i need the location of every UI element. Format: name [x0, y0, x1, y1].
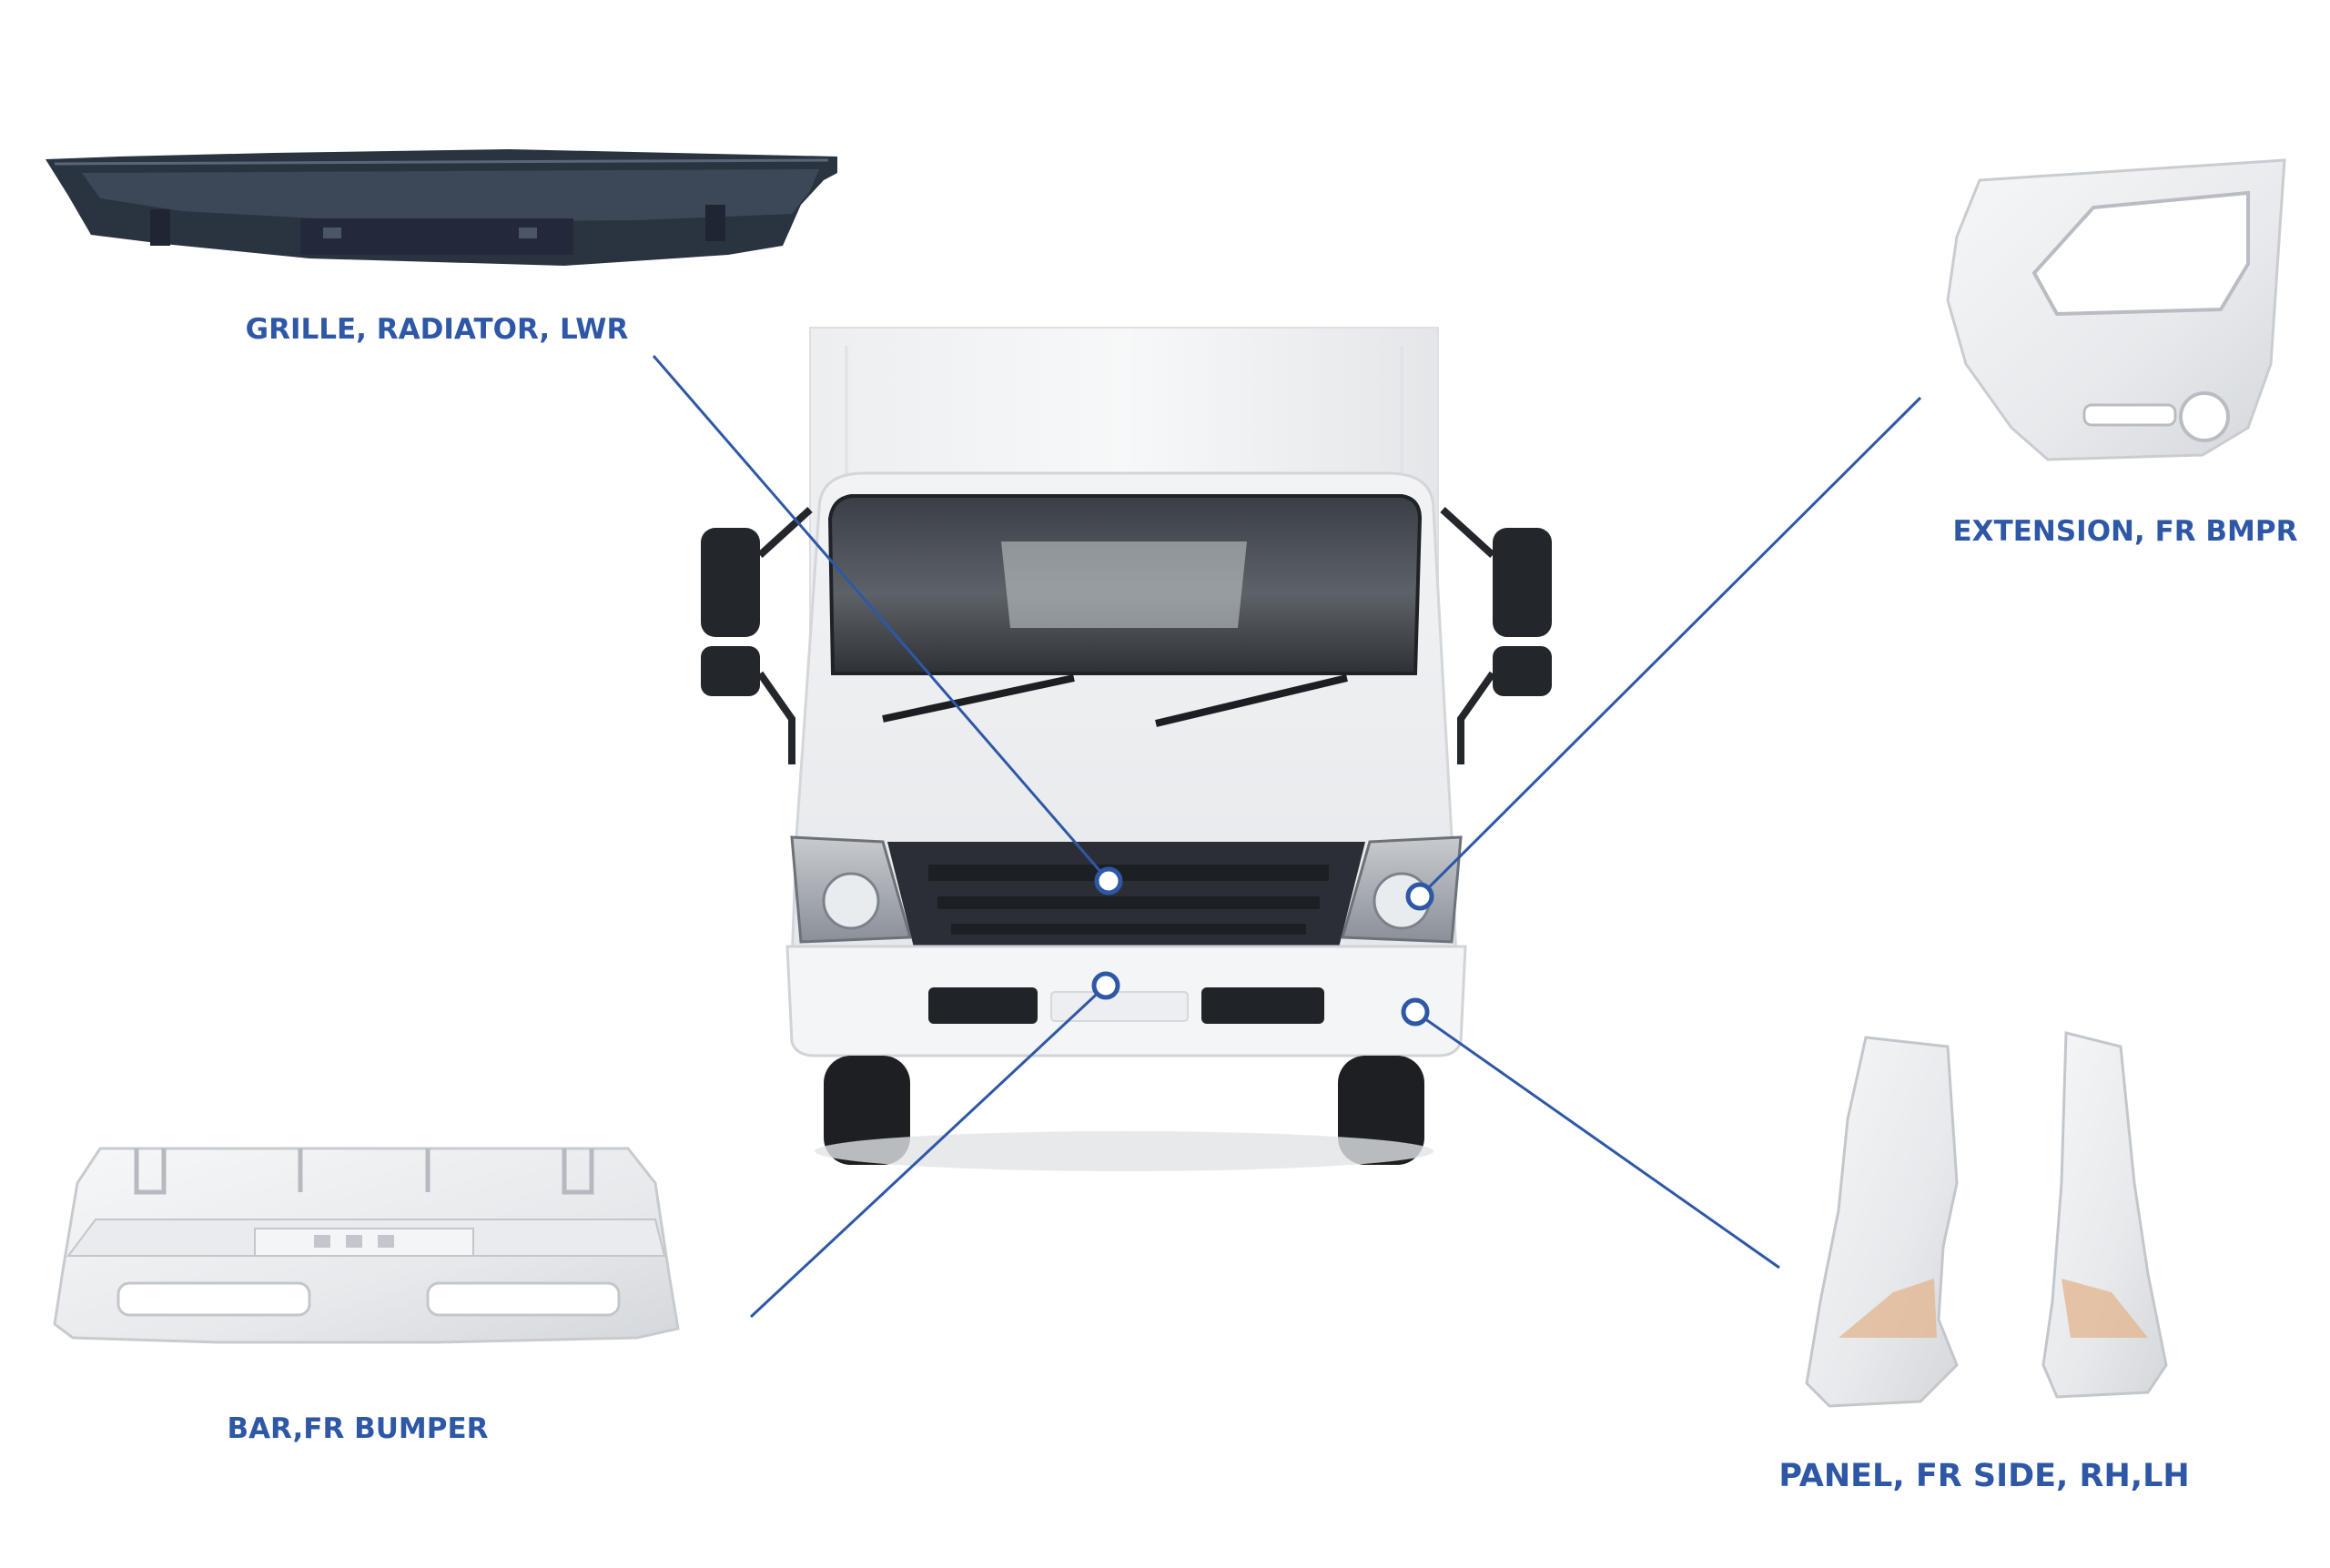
leader-line-bar [749, 984, 1108, 1319]
callout-markers [1091, 866, 1434, 1027]
label-grille-radiator-lwr: GRILLE, RADIATOR, LWR [246, 313, 629, 346]
leader-line-extension [1418, 396, 1922, 898]
bar-fr-bumper-part [53, 1147, 680, 1344]
callout-marker-grille[interactable] [1094, 866, 1123, 895]
truck-image [701, 327, 1552, 1171]
grille-radiator-lwr-part [46, 149, 837, 266]
label-panel-fr-side-rh-lh: PANEL, FR SIDE, RH,LH [1778, 1458, 2189, 1494]
leader-line-grille [652, 355, 1110, 882]
callout-marker-panel[interactable] [1401, 997, 1430, 1027]
panel-fr-side-rh-lh-part [1805, 1031, 2168, 1408]
label-bar-fr-bumper: BAR,FR BUMPER [227, 1412, 488, 1445]
leader-line-panel [1414, 1010, 1780, 1270]
leader-lines [652, 355, 1922, 1319]
callout-marker-extension[interactable] [1405, 882, 1434, 911]
extension-fr-bmpr-part [1946, 158, 2286, 461]
callout-marker-bar[interactable] [1091, 971, 1120, 1000]
label-extension-fr-bmpr: EXTENSION, FR BMPR [1953, 515, 2298, 548]
